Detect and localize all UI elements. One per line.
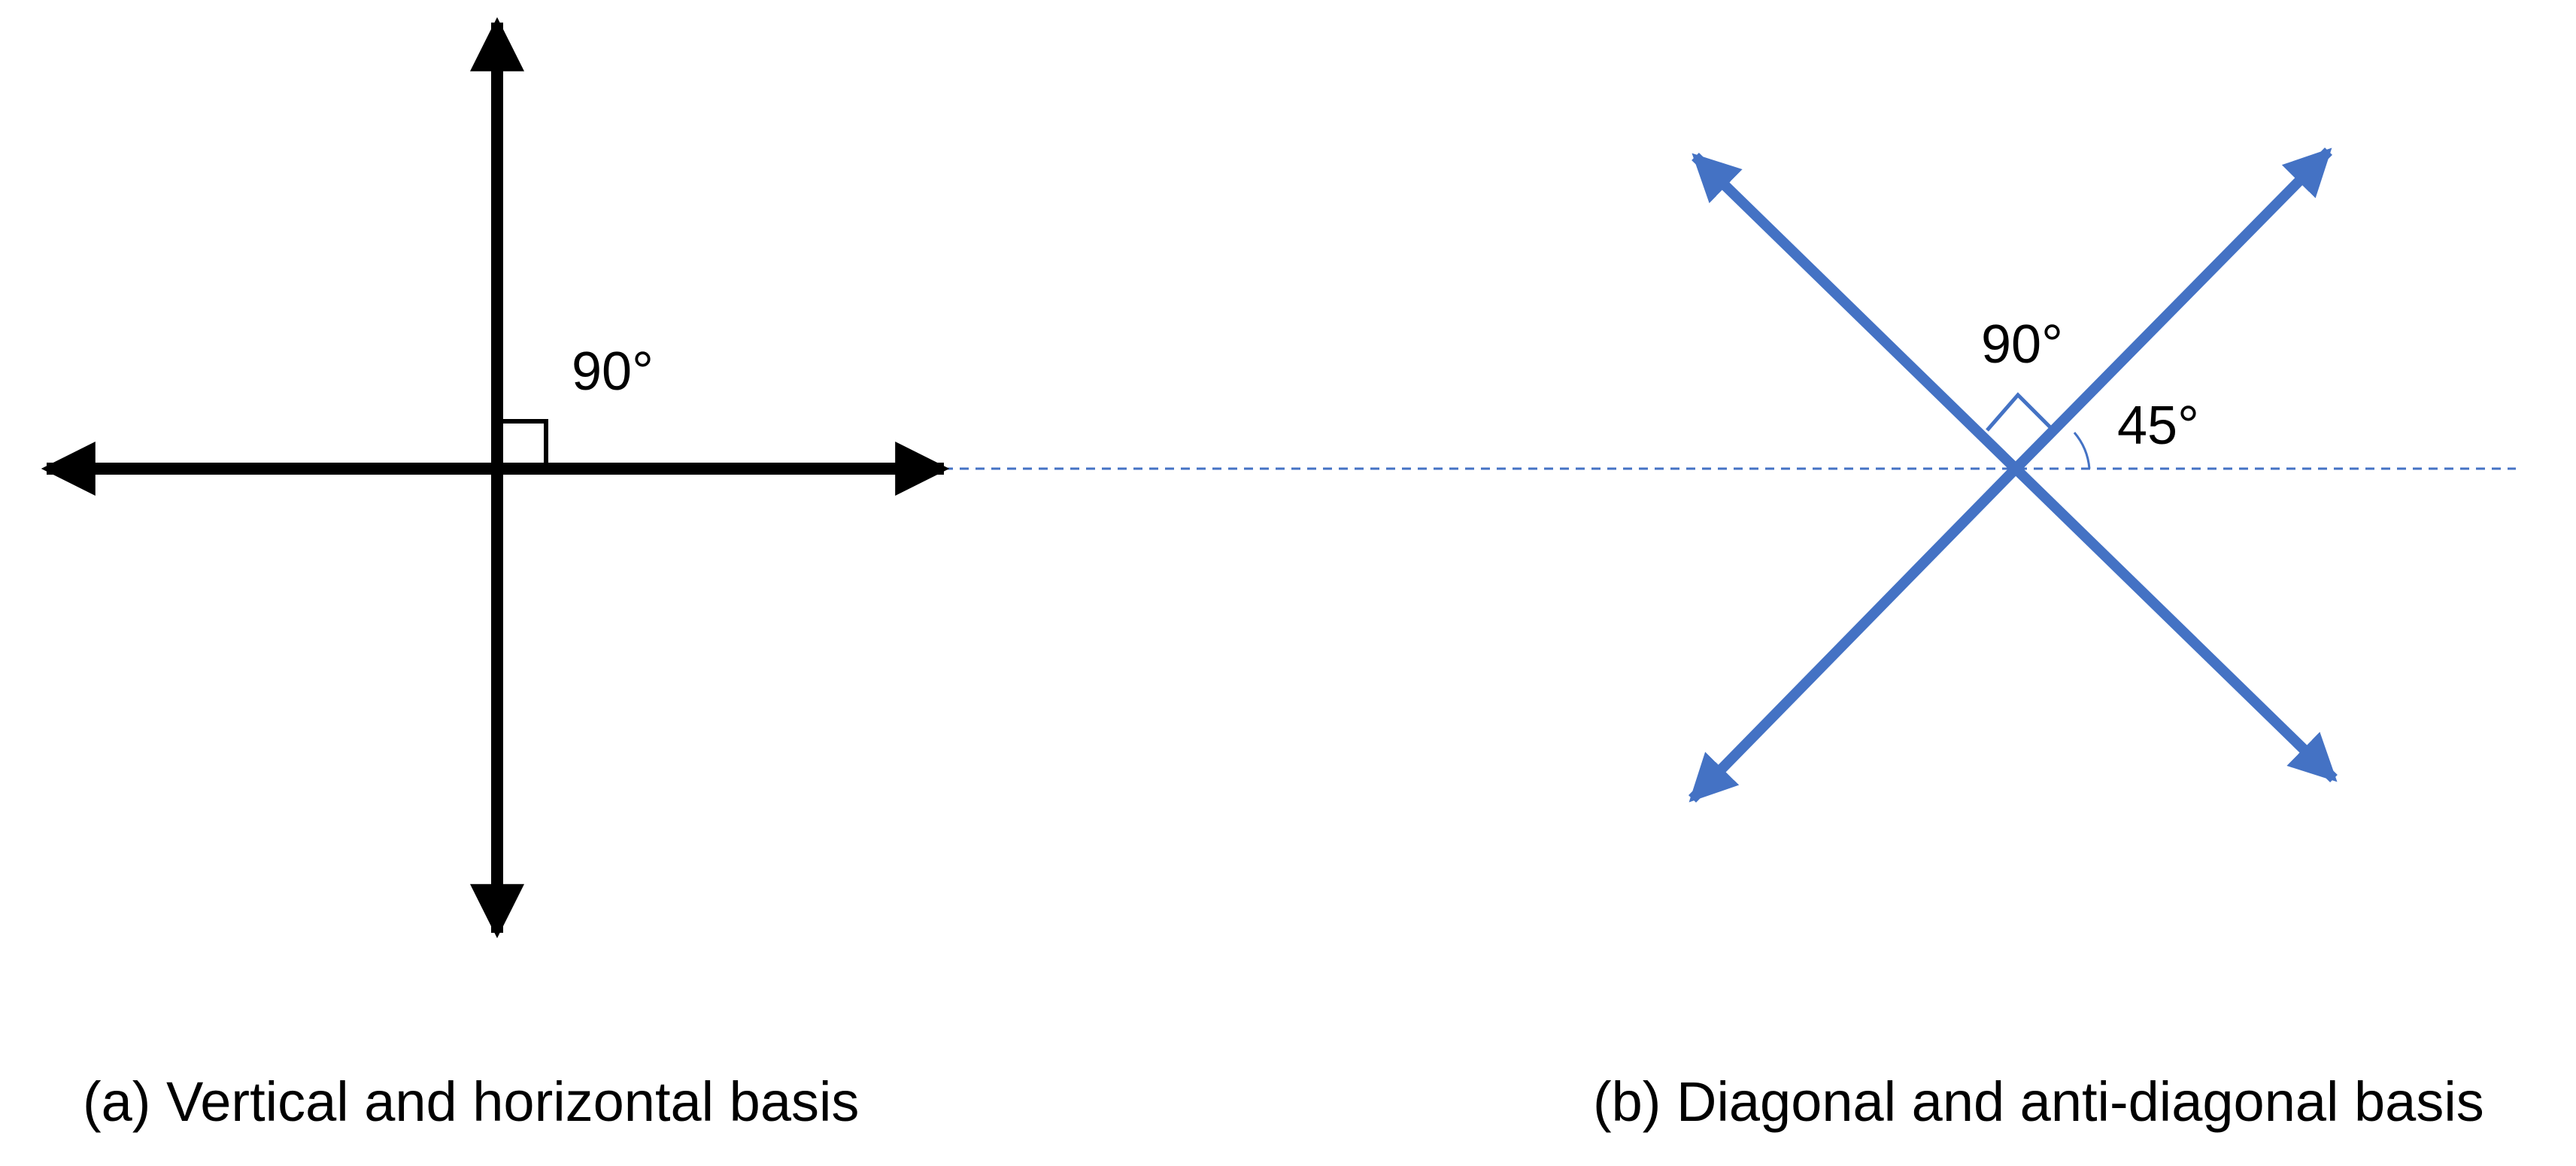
right-angle-marker [503,419,548,463]
diagonal-basis-arrow-down-left [1688,465,2020,803]
panel-a-vertical-horizontal-basis: 90° [41,17,950,939]
antidiagonal-basis-arrow-up-left [1692,152,2019,473]
diagonal-basis-arrow-up-right [2012,147,2332,472]
right-angle-marker-diagonal [1986,392,2052,432]
panel-b-diagonal-antidiagonal-basis: 90° 45° [1688,147,2338,803]
right-angle-label-diagonal: 90° [1981,314,2063,375]
caption-panel-a: (a) Vertical and horizontal basis [83,1070,859,1133]
tilt-angle-label: 45° [2117,396,2199,456]
tilt-angle-arc [2073,432,2091,469]
antidiagonal-basis-arrow-down-right [2012,464,2338,783]
right-angle-label: 90° [572,342,654,402]
caption-panel-b: (b) Diagonal and anti-diagonal basis [1593,1070,2484,1133]
